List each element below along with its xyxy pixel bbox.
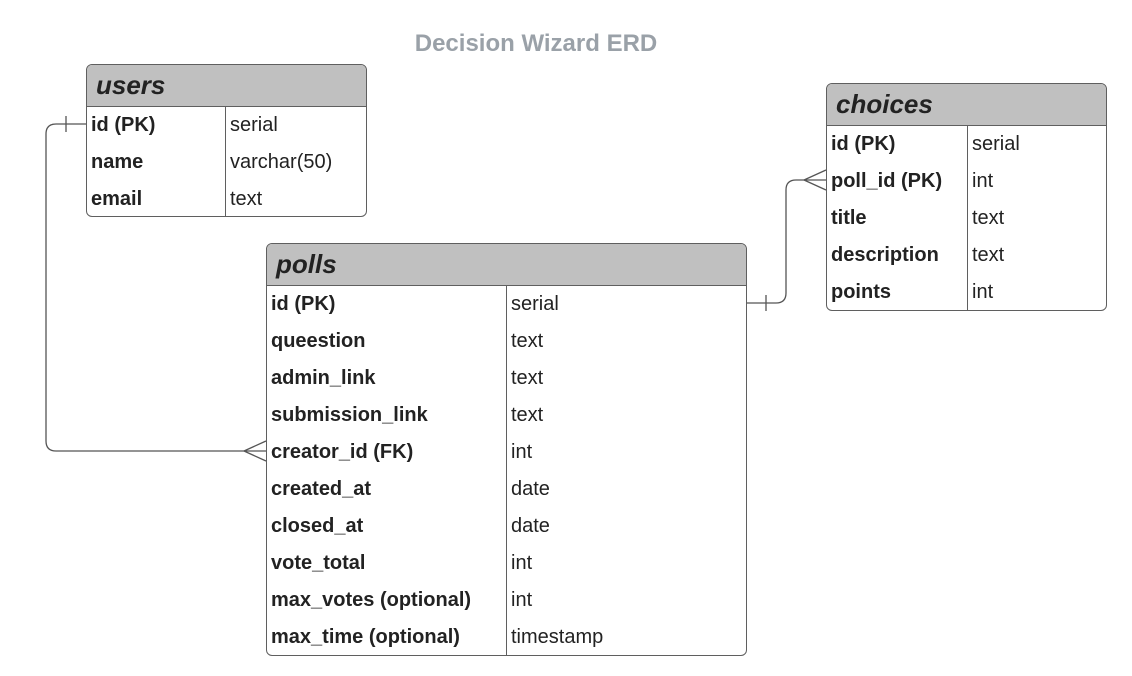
diagram-title: Decision Wizard ERD bbox=[414, 30, 658, 57]
choices-field-row: poll_id (PK) int bbox=[827, 163, 1106, 200]
polls-field-row: queestion text bbox=[267, 323, 746, 360]
field-name: points bbox=[831, 281, 891, 303]
field-type: serial bbox=[972, 133, 1020, 155]
users-polls-connector[interactable] bbox=[45, 116, 267, 462]
field-type: varchar(50) bbox=[230, 151, 333, 173]
field-name: max_votes (optional) bbox=[271, 589, 472, 611]
field-name: created_at bbox=[271, 478, 372, 500]
polls-field-row: created_at date bbox=[267, 471, 746, 508]
field-type: serial bbox=[230, 114, 278, 136]
polls-field-row: max_votes (optional) int bbox=[267, 582, 746, 619]
choices-field-row: title text bbox=[827, 200, 1106, 237]
choices-table[interactable]: choices id (PK) serial poll_id (PK) int … bbox=[826, 83, 1107, 311]
field-type: text bbox=[511, 404, 544, 426]
field-name: name bbox=[91, 151, 144, 173]
polls-table[interactable]: polls id (PK) serial queestion text admi… bbox=[266, 243, 747, 656]
field-name: max_time (optional) bbox=[271, 626, 460, 648]
users-table[interactable]: users id (PK) serial name varchar(50) em… bbox=[86, 64, 367, 217]
field-name: admin_link bbox=[271, 367, 376, 389]
many-marker bbox=[243, 440, 267, 462]
field-name: creator_id (FK) bbox=[271, 441, 414, 463]
field-type: serial bbox=[511, 293, 559, 315]
choices-table-header: choices bbox=[827, 84, 1106, 126]
users-table-header: users bbox=[87, 65, 366, 107]
field-type: int bbox=[972, 170, 994, 192]
column-divider bbox=[506, 286, 507, 655]
field-type: text bbox=[972, 207, 1005, 229]
field-type: date bbox=[511, 515, 550, 537]
field-type: text bbox=[230, 188, 263, 210]
field-name: poll_id (PK) bbox=[831, 170, 943, 192]
relationship-line bbox=[45, 123, 266, 452]
field-type: timestamp bbox=[511, 626, 604, 648]
field-type: text bbox=[511, 367, 544, 389]
polls-field-row: max_time (optional) timestamp bbox=[267, 619, 746, 655]
polls-table-header: polls bbox=[267, 244, 746, 286]
choices-field-row: id (PK) serial bbox=[827, 126, 1106, 163]
polls-field-row: id (PK) serial bbox=[267, 286, 746, 323]
field-name: description bbox=[831, 244, 939, 266]
field-name: id (PK) bbox=[271, 293, 336, 315]
field-name: id (PK) bbox=[91, 114, 156, 136]
field-type: date bbox=[511, 478, 550, 500]
field-name: queestion bbox=[271, 330, 366, 352]
users-field-row: name varchar(50) bbox=[87, 144, 366, 181]
field-type: int bbox=[511, 441, 533, 463]
users-field-row: id (PK) serial bbox=[87, 107, 366, 144]
column-divider bbox=[967, 126, 968, 310]
polls-field-row: creator_id (FK) int bbox=[267, 434, 746, 471]
polls-field-row: closed_at date bbox=[267, 508, 746, 545]
field-type: text bbox=[511, 330, 544, 352]
field-name: vote_total bbox=[271, 552, 366, 574]
users-field-row: email text bbox=[87, 181, 366, 216]
field-type: int bbox=[972, 281, 994, 303]
field-type: int bbox=[511, 552, 533, 574]
field-name: email bbox=[91, 188, 143, 210]
choices-field-row: points int bbox=[827, 274, 1106, 310]
field-type: text bbox=[972, 244, 1005, 266]
field-name: submission_link bbox=[271, 404, 428, 426]
field-name: closed_at bbox=[271, 515, 364, 537]
polls-field-row: admin_link text bbox=[267, 360, 746, 397]
polls-field-row: vote_total int bbox=[267, 545, 746, 582]
field-name: id (PK) bbox=[831, 133, 896, 155]
column-divider bbox=[225, 107, 226, 216]
field-name: title bbox=[831, 207, 867, 229]
field-type: int bbox=[511, 589, 533, 611]
relationship-line bbox=[747, 179, 826, 304]
polls-choices-connector[interactable] bbox=[747, 169, 827, 311]
choices-field-row: description text bbox=[827, 237, 1106, 274]
polls-field-row: submission_link text bbox=[267, 397, 746, 434]
many-marker bbox=[803, 169, 827, 191]
